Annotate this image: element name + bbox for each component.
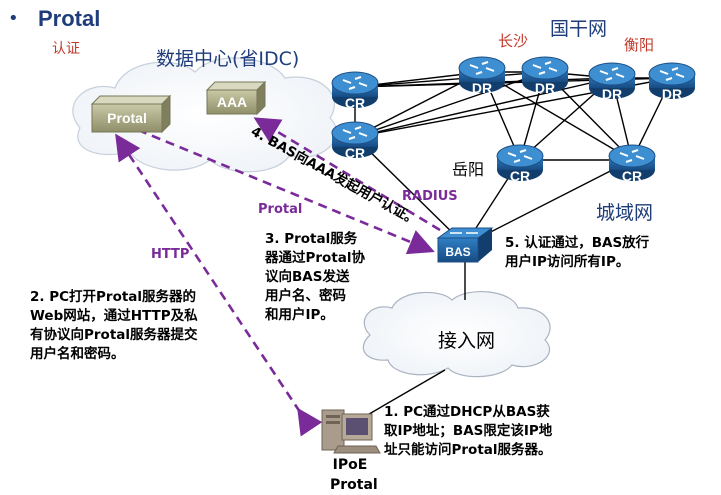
step2-line2: Web网站，通过HTTP及私	[30, 308, 198, 324]
router-cr-2	[331, 121, 379, 158]
http-flow	[115, 133, 323, 437]
step5-note: 5. 认证通过，BAS放行 用户IP访问所有IP。	[505, 234, 649, 272]
router-dr-3	[588, 62, 636, 99]
router-cr-1-label: CR	[345, 95, 365, 111]
idc-label: 数据中心(省IDC)	[156, 48, 300, 70]
router-dr-4	[648, 62, 696, 99]
step3-line2: 器通过Protal协	[265, 250, 366, 266]
step2-note: 2. PC打开Protal服务器的 Web网站，通过HTTP及私 有协议向Pro…	[30, 288, 198, 364]
router-cr-1	[331, 71, 379, 108]
step2-line1: 2. PC打开Protal服务器的	[30, 289, 197, 305]
changsha-label: 长沙	[498, 32, 529, 50]
national-backbone-label: 国干网	[550, 18, 608, 40]
protal-flow	[137, 128, 435, 255]
router-cr-2-label: CR	[345, 145, 365, 161]
step5-line1: 5. 认证通过，BAS放行	[505, 235, 650, 251]
step3-line5: 和用户IP。	[265, 307, 334, 323]
step1-line2: 取IP地址；BAS限定该IP地	[384, 423, 553, 439]
pc-icon	[321, 409, 381, 454]
page-subtitle: 认证	[52, 41, 80, 57]
protal-server	[90, 94, 172, 134]
access-cloud	[362, 290, 551, 378]
pc-label: IPoE Protal	[330, 455, 378, 495]
step2-line4: 用户名和密码。	[30, 346, 125, 362]
hengyang-label: 衡阳	[624, 36, 655, 54]
bas-label: BAS	[445, 245, 470, 259]
router-cr-4-label: CR	[622, 168, 642, 184]
step3-line1: 3. Protal服务	[265, 231, 358, 247]
radius-label: RADIUS	[402, 189, 458, 204]
router-dr-1	[458, 56, 506, 93]
access-network-label: 接入网	[438, 330, 496, 352]
pc-label-line1: IPoE	[332, 457, 368, 473]
router-cr-3	[496, 144, 544, 181]
step1-line3: 址只能访问Protal服务器。	[384, 442, 552, 458]
yueyang-label: 岳阳	[452, 160, 485, 179]
step2-line3: 有协议向Protal服务器提交	[30, 327, 198, 343]
step3-line3: 议向BAS发送	[265, 269, 350, 285]
router-cr-3-label: CR	[510, 168, 530, 184]
metro-label: 城域网	[596, 202, 654, 224]
page-title: Protal	[38, 6, 101, 31]
router-dr-2-label: DR	[535, 80, 555, 96]
bas-switch	[436, 227, 494, 263]
router-dr-2	[521, 56, 569, 93]
step3-line4: 用户名、密码	[265, 288, 346, 304]
step5-line2: 用户IP访问所有IP。	[505, 254, 630, 270]
http-label: HTTP	[151, 247, 190, 262]
bullet: •	[8, 8, 19, 29]
router-cr-4	[608, 144, 656, 181]
protal-link-label: Protal	[258, 202, 303, 217]
pc-label-line2: Protal	[330, 477, 378, 493]
aaa-server-label: AAA	[217, 94, 247, 110]
auth-flows	[115, 117, 441, 437]
step1-line1: 1. PC通过DHCP从BAS获	[384, 404, 550, 420]
router-dr-3-label: DR	[602, 86, 622, 102]
aaa-server	[205, 80, 267, 116]
protal-server-label: Protal	[107, 110, 147, 126]
step3-note: 3. Protal服务 器通过Protal协 议向BAS发送 用户名、密码 和用…	[265, 230, 365, 325]
router-dr-1-label: DR	[472, 80, 492, 96]
router-dr-4-label: DR	[662, 86, 682, 102]
radius-flow	[253, 117, 441, 232]
step1-note: 1. PC通过DHCP从BAS获 取IP地址；BAS限定该IP地 址只能访问Pr…	[384, 403, 552, 460]
